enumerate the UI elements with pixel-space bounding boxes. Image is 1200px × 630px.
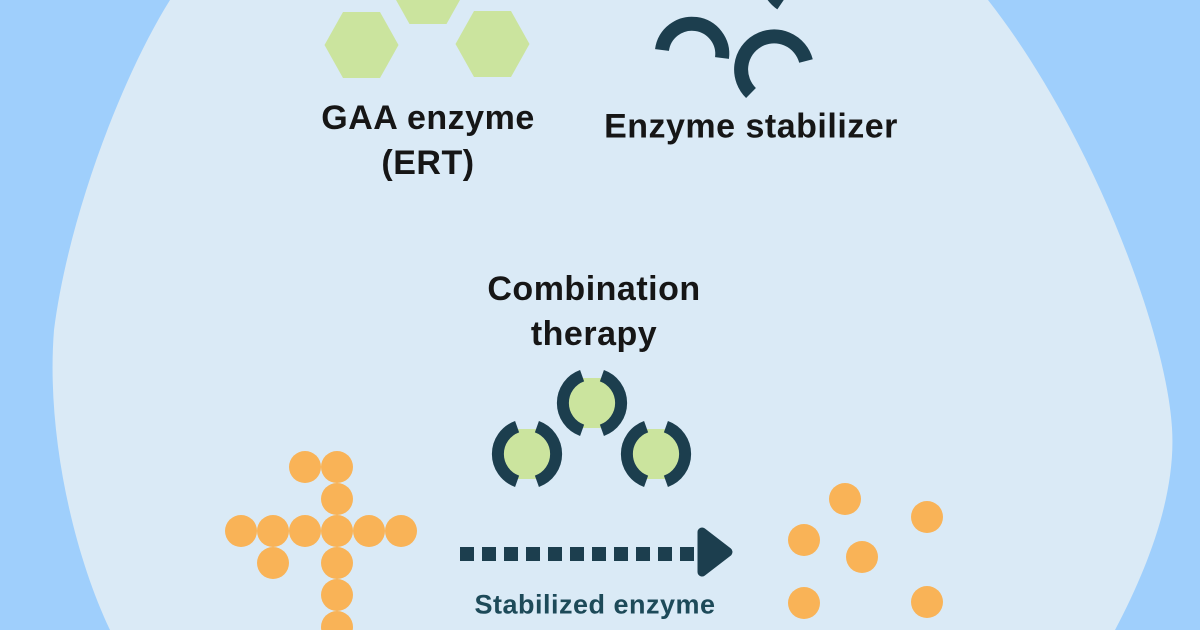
glucose-dot <box>846 541 878 573</box>
enzyme-stabilizer-arcs <box>655 0 813 98</box>
glucose-dot <box>321 547 353 579</box>
glucose-dot <box>829 483 861 515</box>
arrow-dash <box>680 547 694 561</box>
arrow-dash <box>570 547 584 561</box>
stabilized-enzyme-caption: Stabilized enzyme <box>474 589 716 620</box>
stabilizer-arc-icon <box>491 421 520 487</box>
glucose-dot <box>911 501 943 533</box>
combination-units <box>491 370 692 487</box>
arrow-head-icon <box>697 527 733 577</box>
arrow-dash <box>504 547 518 561</box>
arrow-dash <box>526 547 540 561</box>
arrow-dash <box>614 547 628 561</box>
stabilizer-arc-icon <box>534 421 563 487</box>
arrow-dash <box>482 547 496 561</box>
glucose-dot <box>788 587 820 619</box>
combination-therapy-label: Combination therapy <box>487 267 700 357</box>
glucose-dot <box>289 515 321 547</box>
glucose-dot <box>257 547 289 579</box>
hexagon-icon <box>626 429 686 479</box>
arrow-dash <box>658 547 672 561</box>
stabilizer-arc-icon <box>620 421 649 487</box>
gaa-enzyme-label-line2: (ERT) <box>381 144 475 182</box>
glucose-dot <box>321 579 353 611</box>
free-glucose-dots <box>788 483 943 619</box>
glucose-dot <box>289 451 321 483</box>
glucose-dot <box>225 515 257 547</box>
arrow-dash <box>636 547 650 561</box>
glucose-dot <box>321 515 353 547</box>
stabilized-enzyme-icon <box>620 421 692 487</box>
combination-therapy-label-line1: Combination <box>487 270 701 308</box>
enzyme-stabilizer-label: Enzyme stabilizer <box>604 107 898 146</box>
glucose-dot <box>321 611 353 630</box>
arrow-dash <box>548 547 562 561</box>
combination-therapy-label-line2: therapy <box>530 315 658 353</box>
stabilized-enzyme-icon <box>556 370 628 436</box>
glucose-dot <box>353 515 385 547</box>
glucose-dot <box>321 451 353 483</box>
gaa-enzyme-hexagons <box>324 0 530 78</box>
arrow-dash <box>460 547 474 561</box>
gaa-enzyme-label: GAA enzyme (ERT) <box>321 96 534 186</box>
stabilizer-arc-icon <box>663 421 692 487</box>
glucose-dot <box>788 524 820 556</box>
stabilizer-arc-icon <box>556 370 585 436</box>
glucose-dot <box>911 586 943 618</box>
hexagon-icon <box>396 0 460 24</box>
stabilizer-arc-icon <box>734 29 813 98</box>
hexagon-icon <box>455 11 530 77</box>
glycogen-cluster <box>225 451 417 630</box>
dotted-arrow <box>460 527 733 577</box>
hexagon-icon <box>497 429 557 479</box>
glucose-dot <box>321 483 353 515</box>
glucose-dot <box>385 515 417 547</box>
hexagon-icon <box>324 12 399 78</box>
gaa-enzyme-label-line1: GAA enzyme <box>321 99 535 137</box>
arrow-dash <box>592 547 606 561</box>
glucose-dot <box>257 515 289 547</box>
stabilizer-arc-icon <box>655 16 730 59</box>
stabilizer-arc-icon <box>599 370 628 436</box>
stabilized-enzyme-icon <box>491 421 563 487</box>
hexagon-icon <box>562 378 622 428</box>
